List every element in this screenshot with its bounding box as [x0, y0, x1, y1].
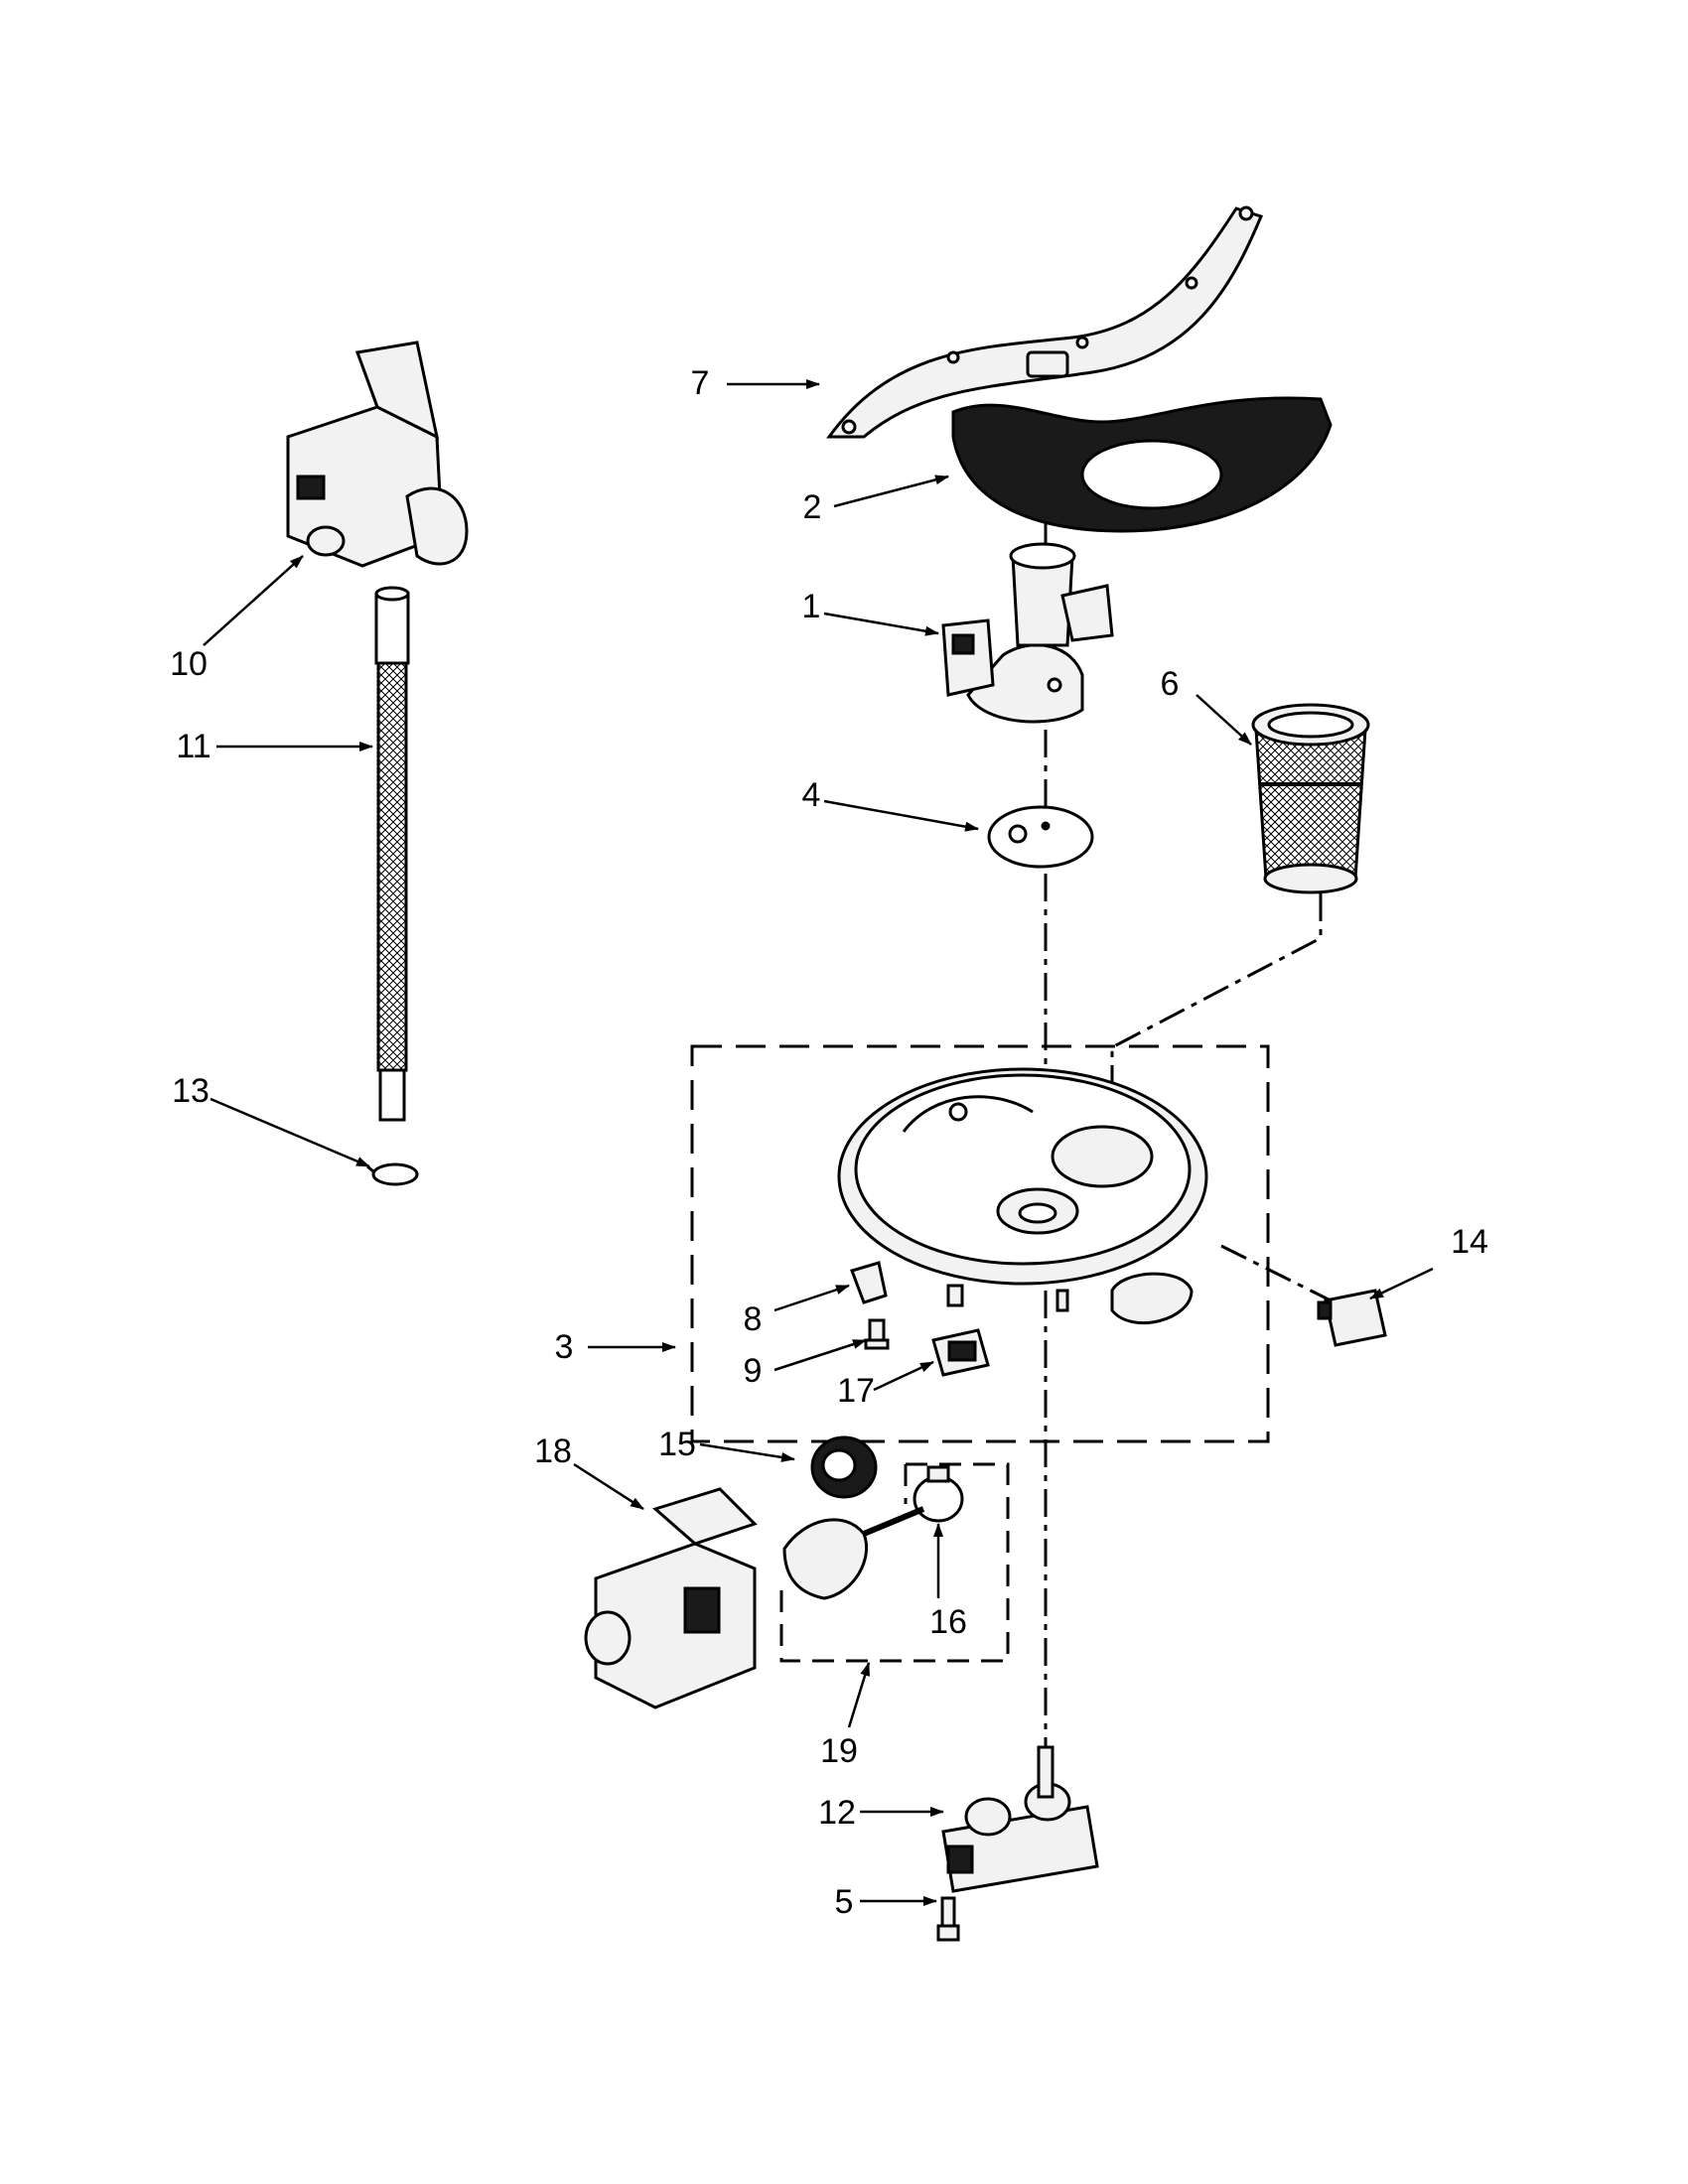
callout-6: 6	[1161, 665, 1180, 703]
callout-labels: 7 2 1 4 6 10 11 13 3 8 9 17 14 15 18 16 …	[170, 364, 1488, 1921]
part-3-sump-base	[837, 1067, 1208, 1325]
part-17-connector	[931, 1328, 990, 1377]
callout-19: 19	[820, 1732, 858, 1770]
callout-10: 10	[170, 645, 208, 683]
part-7-spray-arm	[826, 205, 1264, 439]
callout-8: 8	[744, 1300, 763, 1338]
part-11-drain-hose	[374, 586, 410, 1122]
leader-lines	[203, 379, 1434, 1906]
sump-assembly-outline	[690, 1044, 1270, 1443]
part-10-drain-pump	[286, 341, 469, 568]
callout-2: 2	[803, 488, 822, 526]
part-1-diverter-housing	[941, 542, 1114, 724]
part-5-screw	[936, 1896, 960, 1942]
part-9-screw	[864, 1318, 890, 1350]
callout-1: 1	[802, 588, 821, 625]
callout-15: 15	[658, 1426, 696, 1463]
callout-9: 9	[744, 1352, 763, 1390]
part-16-hose-clamp	[913, 1465, 964, 1523]
callout-14: 14	[1451, 1223, 1488, 1261]
part-13-clamp	[366, 1162, 419, 1186]
callout-17: 17	[837, 1372, 875, 1410]
part-8-clip	[850, 1261, 888, 1304]
part-18-circulation-pump	[584, 1487, 758, 1709]
callout-13: 13	[172, 1072, 210, 1110]
pump-assembly-outline	[779, 1462, 1010, 1663]
callout-11: 11	[176, 728, 211, 765]
callout-5: 5	[835, 1883, 854, 1921]
callout-12: 12	[818, 1794, 856, 1832]
part-14-sensor	[1317, 1289, 1387, 1347]
callout-3: 3	[555, 1328, 574, 1366]
part-15-seal	[810, 1435, 878, 1499]
callout-4: 4	[802, 776, 821, 814]
part-19-hose-elbow	[782, 1506, 925, 1600]
part-6-filter-basket	[1251, 703, 1370, 894]
part-4-disc	[987, 805, 1094, 869]
part-12-diverter-motor	[941, 1745, 1099, 1893]
part-2-filter-cover	[951, 396, 1333, 533]
callout-7: 7	[691, 364, 710, 402]
callout-16: 16	[929, 1603, 967, 1641]
callout-18: 18	[534, 1433, 572, 1470]
